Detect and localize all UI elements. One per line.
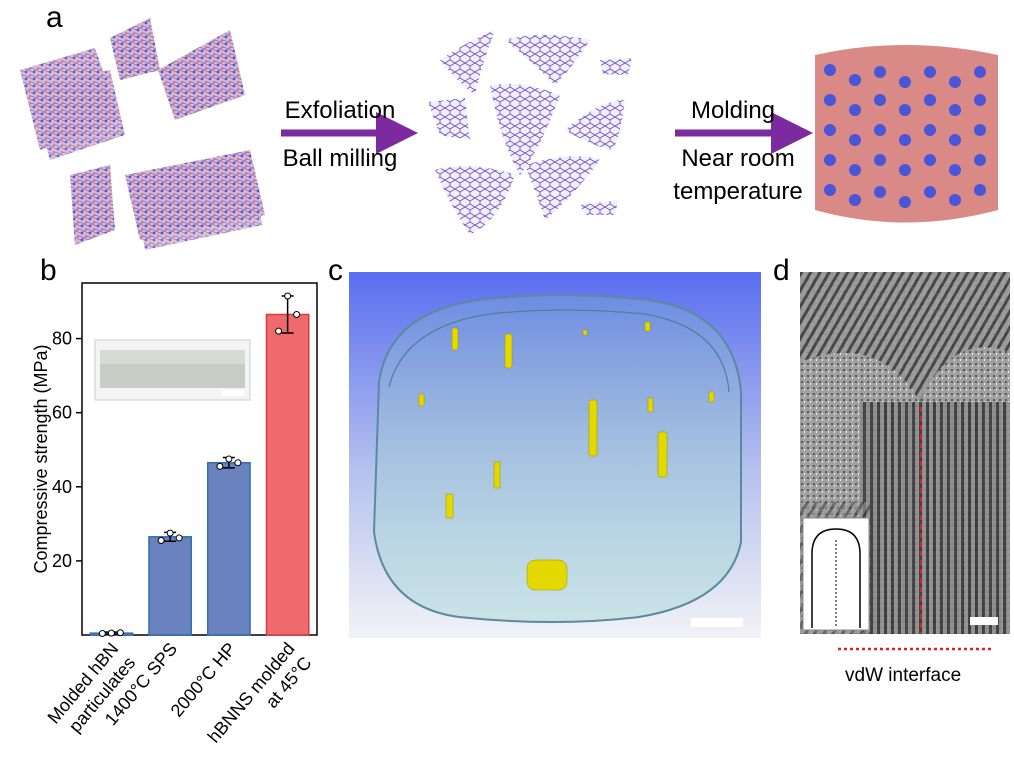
data-point (293, 310, 301, 318)
data-point (216, 462, 224, 470)
plot-frame (81, 282, 318, 636)
y-axis-label: Compressive strength (MPa) (31, 344, 51, 573)
step2-top-label: Molding (690, 97, 776, 124)
lattice-cube-icon (815, 45, 998, 223)
bars (89, 292, 310, 638)
bar (206, 461, 251, 636)
scale-bar-c (691, 618, 743, 627)
bar (148, 536, 193, 636)
scale-bar-d (970, 617, 998, 625)
panel-a-schematic (20, 18, 998, 250)
panel-label-c: c (328, 254, 343, 287)
panel-label-a: a (46, 1, 63, 34)
data-point (284, 292, 292, 300)
step2-bottom-label-line1: Near room (681, 145, 795, 172)
y-tick-label: 80 (52, 329, 72, 349)
vdw-interface-label: vdW interface (845, 665, 962, 686)
step2-bottom-label-line2: temperature (673, 178, 803, 205)
panel-label-d: d (773, 254, 790, 287)
panel-label-b: b (40, 254, 57, 287)
data-point (234, 459, 242, 467)
defect-markers (418, 321, 715, 591)
data-point (225, 455, 233, 463)
ct-volume-render (372, 294, 742, 623)
y-tick-label: 20 (52, 551, 72, 571)
panel-c-ct-render (349, 272, 761, 638)
step1-top-label: Exfoliation (284, 97, 396, 124)
y-ticks: 20 40 60 80 (52, 329, 82, 571)
data-point (98, 630, 106, 638)
bar (265, 313, 310, 636)
sample-photo (94, 339, 251, 401)
data-point (107, 629, 115, 637)
step1-bottom-label: Ball milling (282, 145, 398, 172)
y-tick-label: 40 (52, 477, 72, 497)
data-point (275, 327, 283, 335)
panel-d-tem (800, 272, 1010, 634)
data-point (175, 534, 183, 542)
nanosheet-icon (428, 30, 632, 235)
y-tick-label: 60 (52, 403, 72, 423)
data-point (116, 629, 124, 637)
data-point (166, 529, 174, 537)
vdw-interface-legend-line (838, 647, 993, 651)
flake-stack-icon (20, 18, 265, 250)
dome-schematic-icon (802, 517, 870, 631)
panel-b-chart: Compressive strength (MPa) 20 40 60 80 Mold… (31, 282, 318, 747)
data-point (157, 537, 165, 545)
